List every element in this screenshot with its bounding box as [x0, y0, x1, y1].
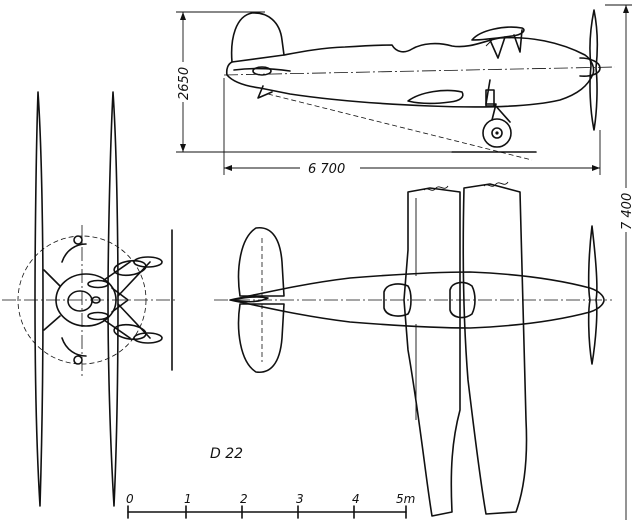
top-view — [214, 181, 612, 517]
length-dimension: 6 700 — [223, 78, 601, 177]
fuselage-top — [229, 271, 605, 329]
fuselage-side — [225, 36, 595, 108]
scale-tick-1: 1 — [184, 492, 192, 506]
cockpit-front — [383, 283, 412, 317]
wheel-side — [482, 118, 512, 148]
scale-tick-4: 4 — [352, 492, 360, 506]
tail-fin — [230, 12, 285, 63]
fuselage-front — [55, 273, 117, 327]
scale-tick-5: 5m — [396, 492, 415, 506]
tailplane-top — [237, 227, 285, 297]
propeller-top — [587, 225, 598, 365]
scale-tick-3: 3 — [296, 492, 304, 506]
scale-tick-0: 0 — [126, 492, 134, 506]
height-dimension-label: 2650 — [177, 67, 192, 100]
upper-wing-side — [471, 26, 525, 41]
lower-wing-top — [403, 187, 461, 517]
upper-wing-top — [462, 183, 528, 515]
height-dimension: 2650 — [174, 11, 452, 153]
cockpit-rear — [449, 281, 476, 319]
length-dimension-label: 6 700 — [308, 162, 345, 177]
scale-tick-2: 2 — [240, 492, 248, 506]
scale-bar: 0 1 2 3 4 5m — [126, 492, 415, 519]
lower-wing-side — [407, 89, 464, 105]
landing-gear-side — [485, 79, 511, 123]
drawing-title: D 22 — [210, 446, 243, 462]
span-dimension: 7 400 — [605, 4, 637, 520]
upper-wing-front — [107, 91, 119, 507]
propeller-side — [589, 9, 599, 131]
lower-wing-front — [34, 91, 44, 507]
side-view: 2650 — [174, 9, 616, 161]
front-view — [2, 91, 178, 507]
span-dimension-label: 7 400 — [620, 193, 635, 230]
